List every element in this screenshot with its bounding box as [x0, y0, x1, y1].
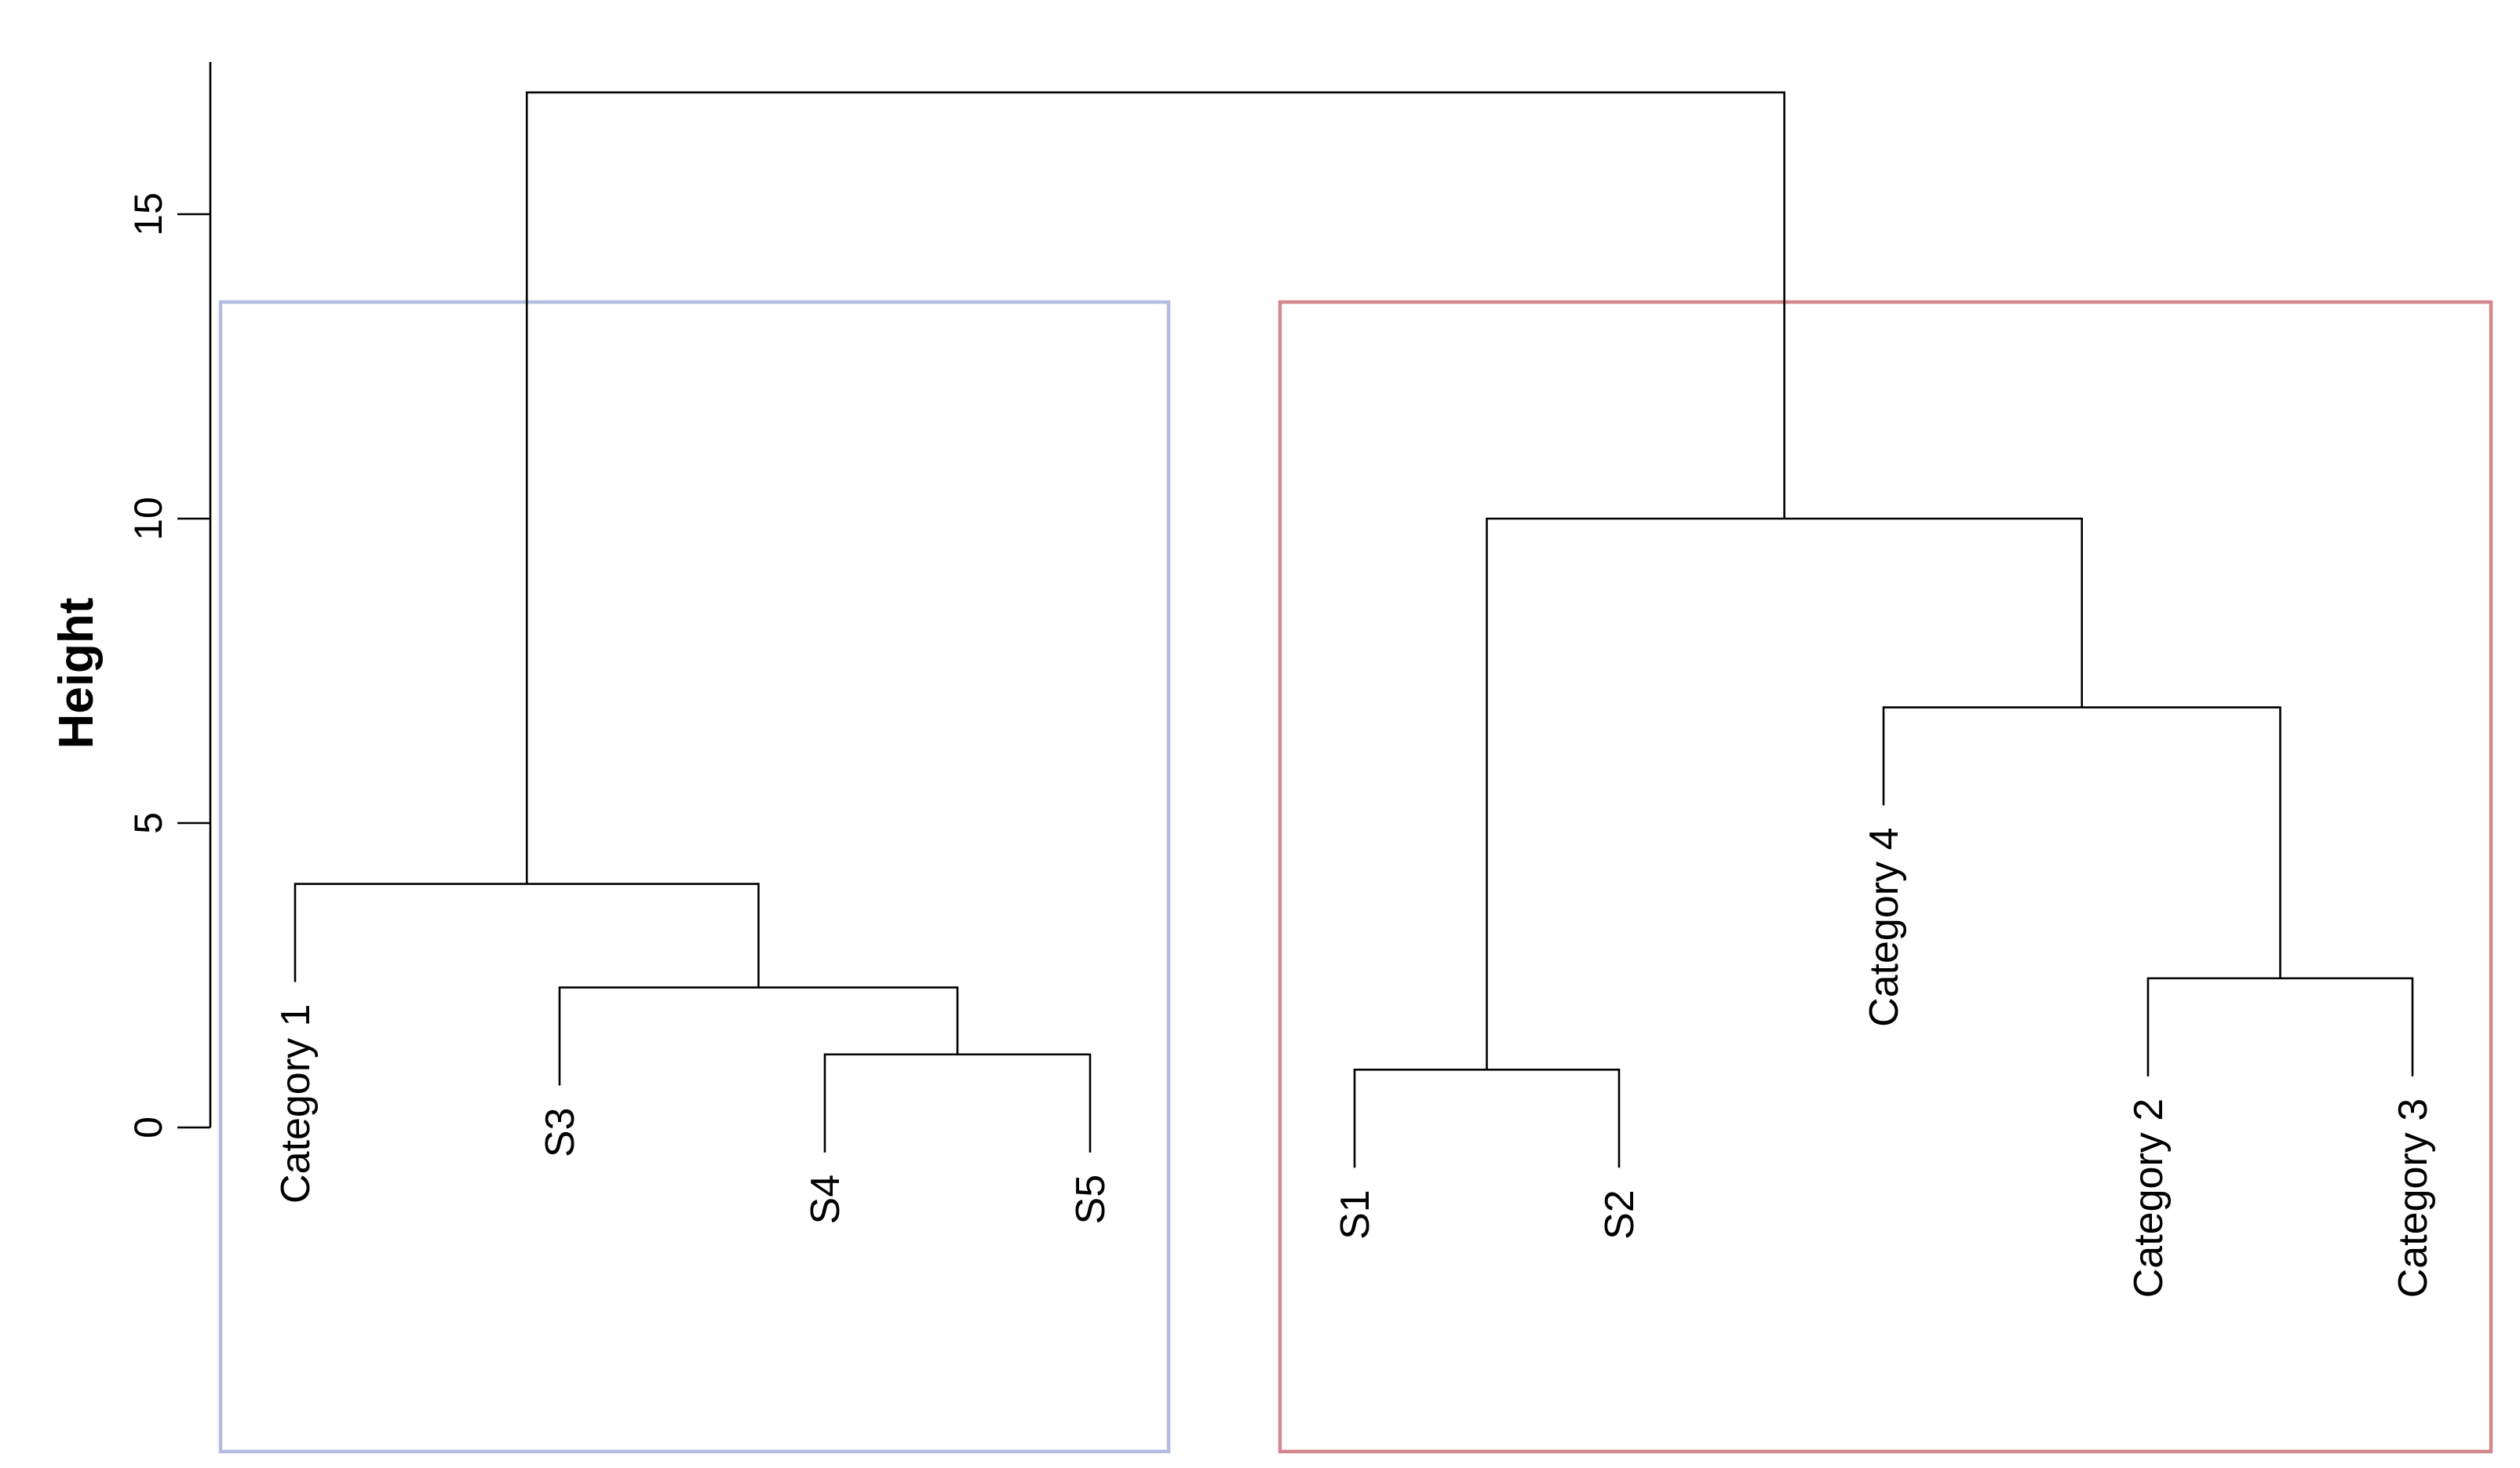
leaf-label: S5 — [1068, 1175, 1114, 1225]
y-axis-label: Height — [49, 598, 104, 749]
leaf-label: S4 — [803, 1175, 848, 1225]
leaf-label: S1 — [1333, 1189, 1378, 1240]
cluster-boxes — [218, 300, 2493, 1454]
dendrogram-branch — [1486, 517, 2084, 1070]
y-tick-label: 0 — [126, 1116, 170, 1138]
dendrogram-branch — [823, 1053, 1092, 1153]
leaf-label: Category 4 — [1862, 828, 1907, 1027]
dendrogram-branches — [294, 91, 2414, 1168]
dendrogram-branch — [1353, 1068, 1621, 1168]
dendrogram-branch — [558, 986, 959, 1086]
dendrogram-branch — [294, 883, 760, 988]
cluster-box — [1278, 300, 2493, 1454]
cluster-box — [218, 300, 1171, 1454]
y-tick-label: 10 — [126, 497, 170, 541]
y-tick-label: 5 — [126, 812, 170, 834]
dendrogram-branch — [525, 91, 1785, 884]
leaf-label: Category 3 — [2391, 1098, 2436, 1298]
y-axis: Height 0 5 10 15 — [49, 62, 212, 1138]
dendrogram-branch — [2146, 977, 2414, 1076]
y-tick-label: 15 — [126, 192, 170, 236]
dendrogram-branch — [1882, 706, 2281, 978]
leaf-label: S3 — [538, 1108, 583, 1158]
leaf-label: S2 — [1597, 1189, 1643, 1240]
leaf-label: Category 1 — [273, 1004, 319, 1204]
leaf-label: Category 2 — [2126, 1098, 2172, 1298]
